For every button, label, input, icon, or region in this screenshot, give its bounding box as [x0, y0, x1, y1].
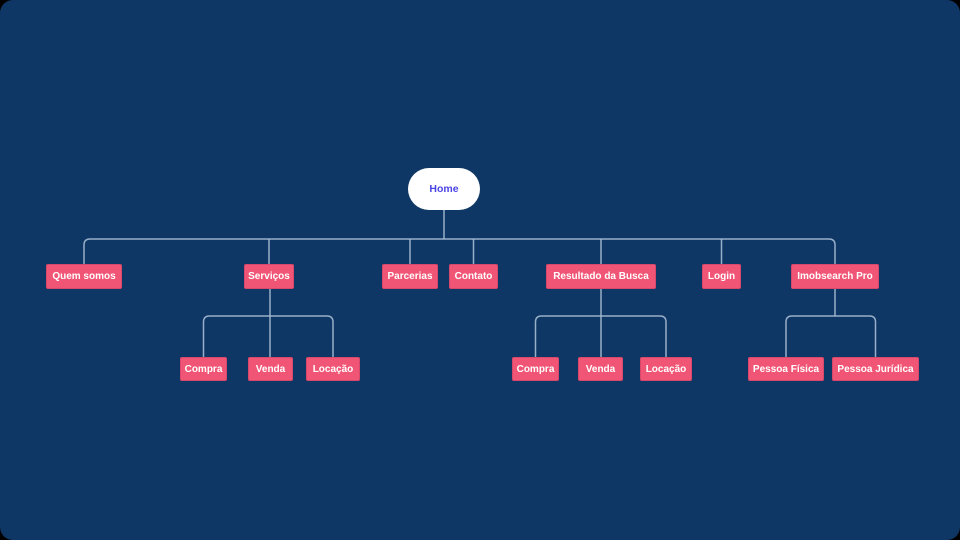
node-servicos-compra[interactable]: Compra — [180, 357, 227, 381]
node-resultado-venda[interactable]: Venda — [578, 357, 623, 381]
node-home[interactable]: Home — [408, 168, 480, 210]
connector-imobsearch-branch — [785, 315, 877, 357]
node-imobsearch-pro[interactable]: Imobsearch Pro — [791, 264, 879, 289]
node-quem-somos[interactable]: Quem somos — [46, 264, 122, 289]
node-resultado-da-busca[interactable]: Resultado da Busca — [546, 264, 656, 289]
node-pessoa-juridica[interactable]: Pessoa Jurídica — [832, 357, 919, 381]
node-servicos-venda[interactable]: Venda — [248, 357, 293, 381]
node-parcerias[interactable]: Parcerias — [382, 264, 438, 289]
connector-resultado-branch — [534, 315, 667, 357]
connector-trunk — [83, 238, 836, 264]
node-resultado-locacao[interactable]: Locação — [640, 357, 692, 381]
node-servicos[interactable]: Serviços — [244, 264, 294, 289]
node-resultado-compra[interactable]: Compra — [512, 357, 559, 381]
node-servicos-locacao[interactable]: Locação — [306, 357, 360, 381]
connector-servicos-branch — [202, 315, 334, 357]
node-contato[interactable]: Contato — [449, 264, 498, 289]
node-login[interactable]: Login — [702, 264, 741, 289]
node-pessoa-fisica[interactable]: Pessoa Física — [748, 357, 824, 381]
